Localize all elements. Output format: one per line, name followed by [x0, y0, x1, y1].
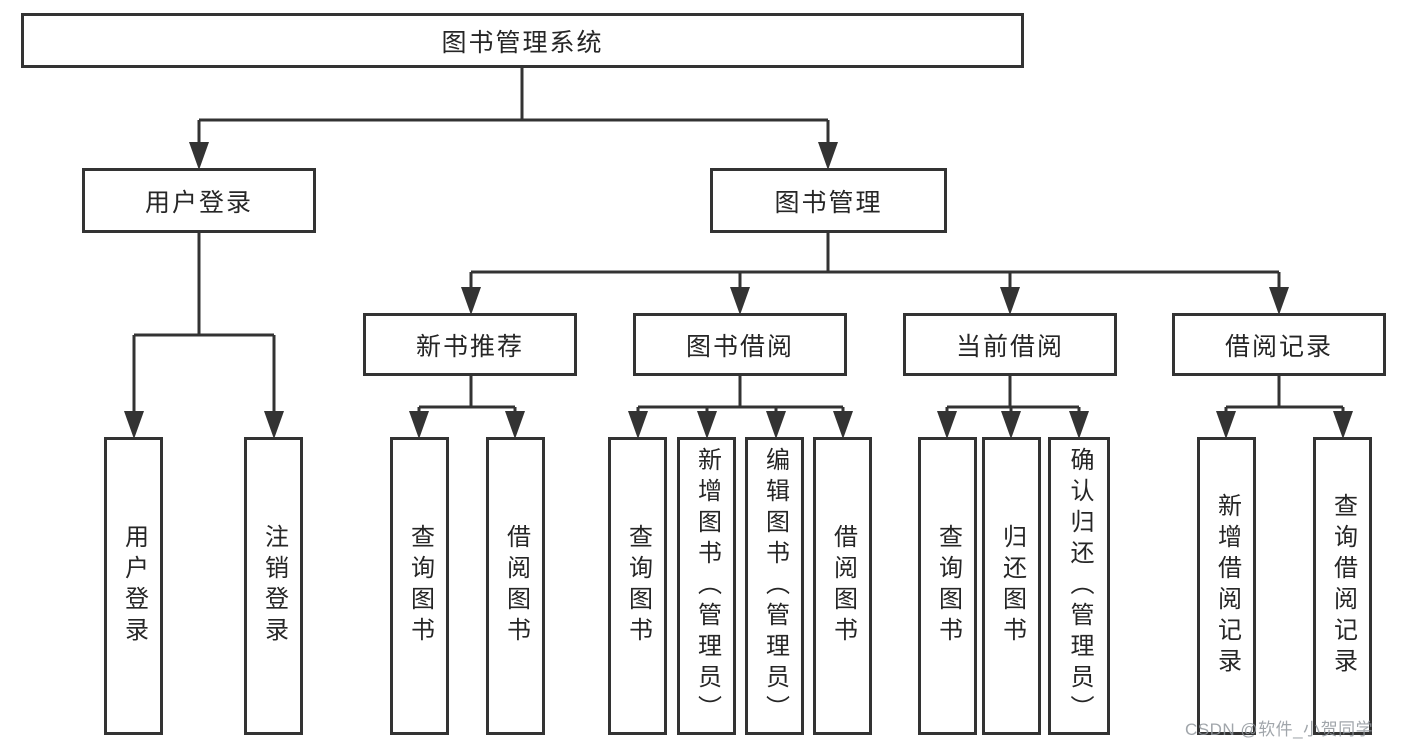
node-label: 编辑图书（管理员）	[761, 446, 789, 726]
leaf-confirm-return-admin: 确认归还（管理员）	[1048, 437, 1110, 735]
leaf-edit-books-admin: 编辑图书（管理员）	[745, 437, 804, 735]
node-label: 查询图书	[406, 524, 434, 648]
leaf-user-login: 用户登录	[104, 437, 163, 735]
node-current-borrow: 当前借阅	[903, 313, 1117, 376]
node-label: 借阅记录	[1224, 332, 1333, 361]
node-new-book-recommend: 新书推荐	[363, 313, 577, 376]
node-label: 图书管理系统	[441, 28, 604, 57]
node-label: 新增图书（管理员）	[693, 446, 721, 726]
node-root-system: 图书管理系统	[21, 13, 1024, 68]
node-label: 注销登录	[260, 524, 288, 648]
node-book-borrow: 图书借阅	[633, 313, 847, 376]
leaf-logout: 注销登录	[244, 437, 303, 735]
node-label: 新书推荐	[415, 332, 524, 361]
leaf-add-books-admin: 新增图书（管理员）	[677, 437, 736, 735]
leaf-query-books-borrow: 查询图书	[608, 437, 667, 735]
node-label: 当前借阅	[955, 332, 1064, 361]
node-borrow-records: 借阅记录	[1172, 313, 1386, 376]
leaf-query-books-recommend: 查询图书	[390, 437, 449, 735]
node-label: 查询图书	[624, 524, 652, 648]
node-label: 用户登录	[144, 188, 253, 217]
leaf-query-borrow-record: 查询借阅记录	[1313, 437, 1372, 735]
leaf-borrow-books-recommend: 借阅图书	[486, 437, 545, 735]
leaf-return-books: 归还图书	[982, 437, 1041, 735]
leaf-borrow-books: 借阅图书	[813, 437, 872, 735]
node-label: 借阅图书	[502, 524, 530, 648]
node-user-login: 用户登录	[82, 168, 316, 233]
node-label: 归还图书	[998, 524, 1026, 648]
node-book-management: 图书管理	[710, 168, 947, 233]
node-label: 借阅图书	[829, 524, 857, 648]
leaf-query-books-current: 查询图书	[918, 437, 977, 735]
node-label: 确认归还（管理员）	[1066, 446, 1093, 726]
node-label: 图书借阅	[685, 332, 794, 361]
node-label: 图书管理	[774, 188, 883, 217]
node-label: 查询借阅记录	[1329, 493, 1357, 679]
node-label: 用户登录	[120, 524, 148, 648]
node-label: 查询图书	[934, 524, 962, 648]
node-label: 新增借阅记录	[1213, 493, 1241, 679]
leaf-add-borrow-record: 新增借阅记录	[1197, 437, 1256, 735]
csdn-watermark: CSDN @软件_小贺同学	[1185, 720, 1374, 739]
